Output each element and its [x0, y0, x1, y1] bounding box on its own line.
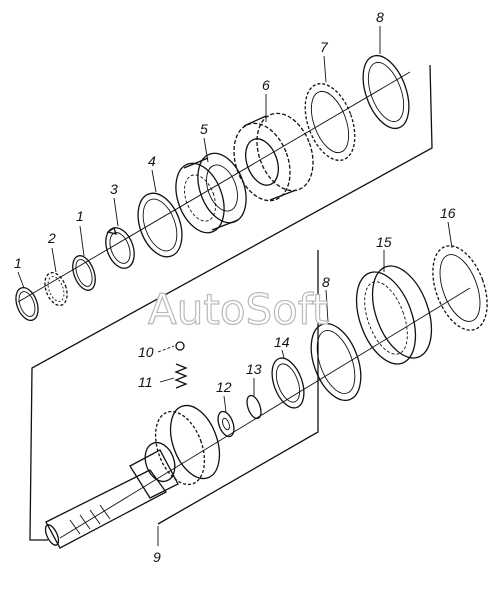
part-7-synchronizer-ring[interactable] — [296, 77, 365, 167]
label-9: 9 — [153, 549, 161, 565]
label-14: 14 — [274, 334, 290, 350]
watermark-text: AutoSoft — [148, 285, 328, 334]
label-11: 11 — [138, 374, 153, 390]
part-4-thrust-washer[interactable] — [130, 187, 190, 263]
assembly-frame — [17, 64, 471, 541]
label-6: 6 — [262, 77, 270, 93]
part-14-thrust-ring[interactable] — [266, 354, 310, 412]
label-13: 13 — [246, 361, 262, 377]
part-10-ball[interactable] — [175, 341, 185, 351]
label-5: 5 — [200, 121, 208, 137]
part-16-synchronizer-ring[interactable] — [422, 238, 497, 337]
part-8-ring-lower[interactable] — [302, 317, 371, 407]
part-12-washer[interactable] — [215, 409, 237, 438]
label-1b: 1 — [76, 208, 84, 224]
part-3-circlip[interactable] — [101, 224, 140, 272]
label-4: 4 — [148, 153, 156, 169]
label-12: 12 — [216, 379, 232, 395]
label-1a: 1 — [14, 255, 22, 271]
label-16: 16 — [440, 205, 456, 221]
part-8-ring-upper[interactable] — [354, 49, 418, 134]
part-11-spring[interactable] — [174, 363, 188, 389]
part-6-gear[interactable] — [224, 106, 323, 209]
leader-lines — [17, 26, 453, 546]
part-1-ring-right[interactable] — [68, 253, 99, 294]
part-1-ring-left[interactable] — [12, 285, 42, 324]
label-7: 7 — [320, 39, 329, 55]
label-8a: 8 — [376, 9, 384, 25]
part-9-main-shaft[interactable] — [43, 399, 229, 549]
label-8b: 8 — [322, 274, 330, 290]
part-5-roller-bearing[interactable] — [167, 147, 255, 240]
part-15-sliding-sleeve[interactable] — [345, 258, 443, 372]
label-15: 15 — [376, 234, 392, 250]
label-10: 10 — [138, 344, 154, 360]
part-2-spring-ring[interactable] — [41, 270, 71, 309]
label-2: 2 — [47, 230, 56, 246]
part-13-snap-ring[interactable] — [244, 394, 263, 421]
label-3: 3 — [110, 181, 118, 197]
